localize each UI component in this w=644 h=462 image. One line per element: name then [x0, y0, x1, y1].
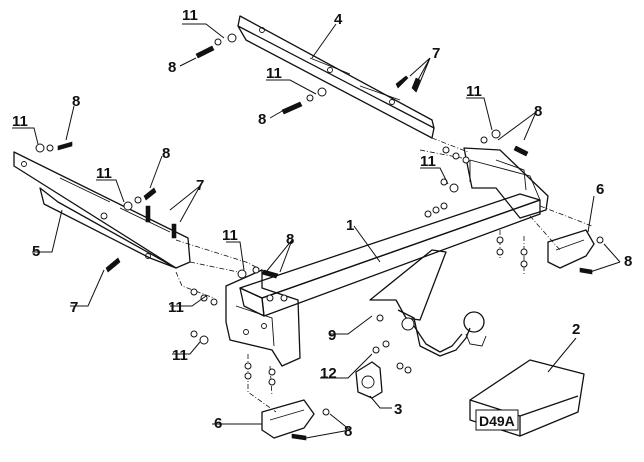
rail-part-4 — [237, 15, 435, 139]
instruction-box-label-frame — [475, 409, 519, 431]
callout-8-top-mid: 8 — [258, 111, 266, 128]
callout-1: 1 — [346, 217, 354, 234]
callout-labels: 1 2 3 4 5 6 6 7 7 7 8 8 8 8 8 8 8 8 9 11… — [12, 7, 632, 440]
callout-11-top-mid: 11 — [266, 65, 282, 82]
callout-8-left-mid: 8 — [162, 145, 170, 162]
callout-7-top: 7 — [432, 45, 440, 62]
instruction-box-label: D49A — [479, 413, 515, 429]
crossbeam-part-1 — [239, 147, 549, 317]
callout-8-top-right: 8 — [534, 103, 542, 120]
callout-6-right: 6 — [596, 181, 604, 198]
bracket-part-6-right — [547, 229, 595, 269]
callout-11-lower: 11 — [168, 299, 184, 316]
callout-4: 4 — [334, 11, 343, 28]
callout-11-top-right: 11 — [466, 83, 482, 100]
leader-lines — [12, 23, 621, 439]
callout-8-right: 8 — [624, 253, 632, 270]
callout-8-center: 8 — [286, 231, 294, 248]
callout-8-bottom: 8 — [344, 423, 352, 440]
callout-11-bottom: 11 — [172, 347, 188, 364]
callout-8-left: 8 — [72, 93, 80, 110]
socket-plate-part-3 — [355, 361, 383, 399]
callout-6-left: 6 — [214, 415, 222, 432]
callout-11-left: 11 — [12, 113, 28, 130]
callout-5: 5 — [32, 243, 40, 260]
callout-11-top: 11 — [182, 7, 198, 24]
towball-neck — [369, 249, 487, 357]
callout-3: 3 — [394, 401, 402, 418]
callout-11-center: 11 — [222, 227, 238, 244]
callout-11-right-mid: 11 — [420, 153, 436, 170]
beam-left-bracket — [225, 269, 301, 367]
callout-11-left-mid: 11 — [96, 165, 112, 182]
callout-7-left: 7 — [70, 299, 78, 316]
callout-12: 12 — [320, 365, 337, 382]
callout-7-mid: 7 — [196, 177, 204, 194]
callout-8-top-left: 8 — [168, 59, 176, 76]
assembly-lines — [175, 137, 593, 413]
instruction-box-part-2 — [469, 359, 585, 437]
rail-part-5 — [13, 151, 191, 269]
callout-2: 2 — [572, 321, 580, 338]
callout-9: 9 — [328, 327, 336, 344]
bracket-part-6-left — [261, 399, 315, 439]
